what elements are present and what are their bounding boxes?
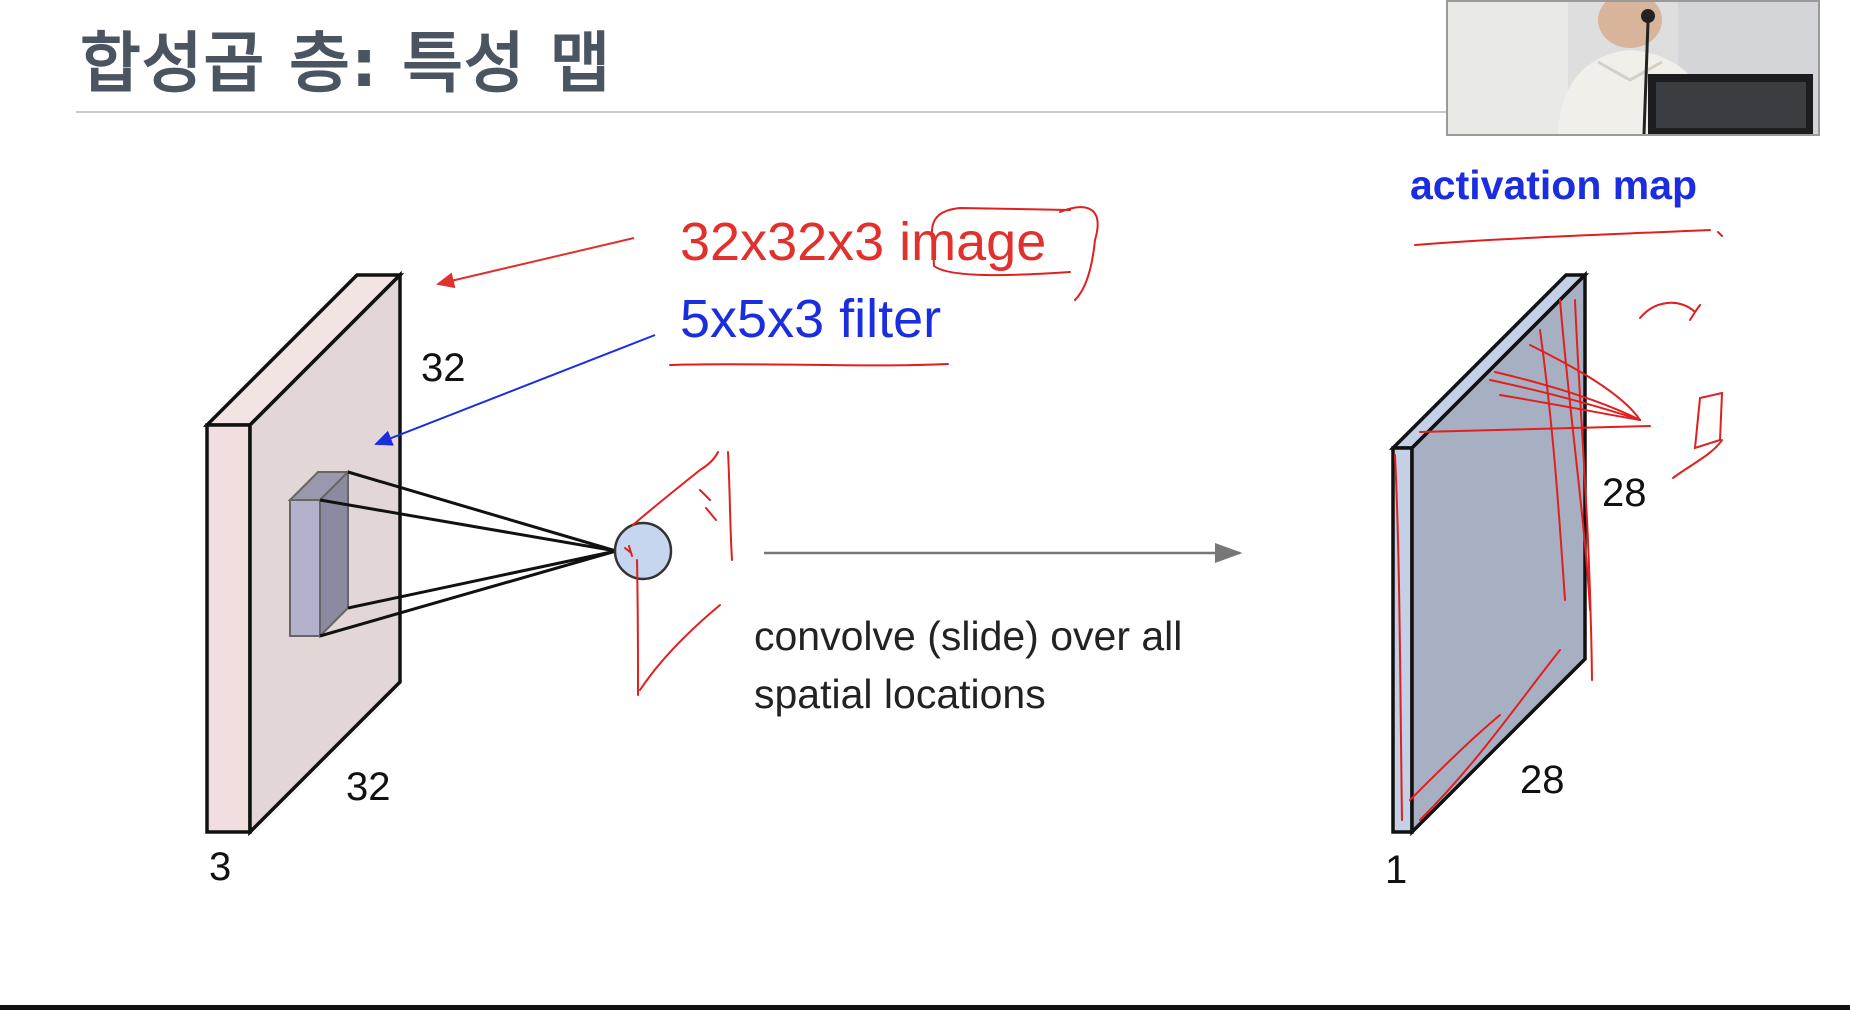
filter-box	[287, 469, 351, 639]
bottom-border	[0, 1005, 1850, 1010]
output-height-label: 28	[1602, 471, 1647, 515]
receptive-field-lines	[319, 470, 617, 638]
convolve-description: convolve (slide) over all spatial locati…	[754, 607, 1182, 723]
input-height-label: 32	[421, 346, 466, 390]
handwritten-annotations	[624, 206, 1724, 821]
output-width-label: 28	[1520, 758, 1565, 802]
input-volume	[202, 270, 405, 837]
output-neuron	[613, 521, 673, 581]
filter-pointer-arrow	[374, 334, 656, 446]
image-size-label: 32x32x3 image	[680, 212, 1047, 272]
title-divider	[76, 111, 1446, 113]
input-depth-label: 3	[209, 845, 232, 889]
filter-size-label: 5x5x3 filter	[680, 289, 942, 349]
image-pointer-arrow	[436, 237, 635, 289]
input-width-label: 32	[346, 765, 391, 809]
presenter-webcam-icon	[1448, 2, 1818, 134]
output-depth-label: 1	[1385, 848, 1408, 892]
convolve-text-line1: convolve (slide) over all	[754, 613, 1183, 659]
activation-map-label: activation map	[1410, 162, 1698, 208]
slide-title: 합성곱 층: 특성 맵	[80, 25, 612, 102]
presenter-webcam	[1446, 0, 1820, 136]
convolve-text-line2: spatial locations	[754, 671, 1046, 717]
